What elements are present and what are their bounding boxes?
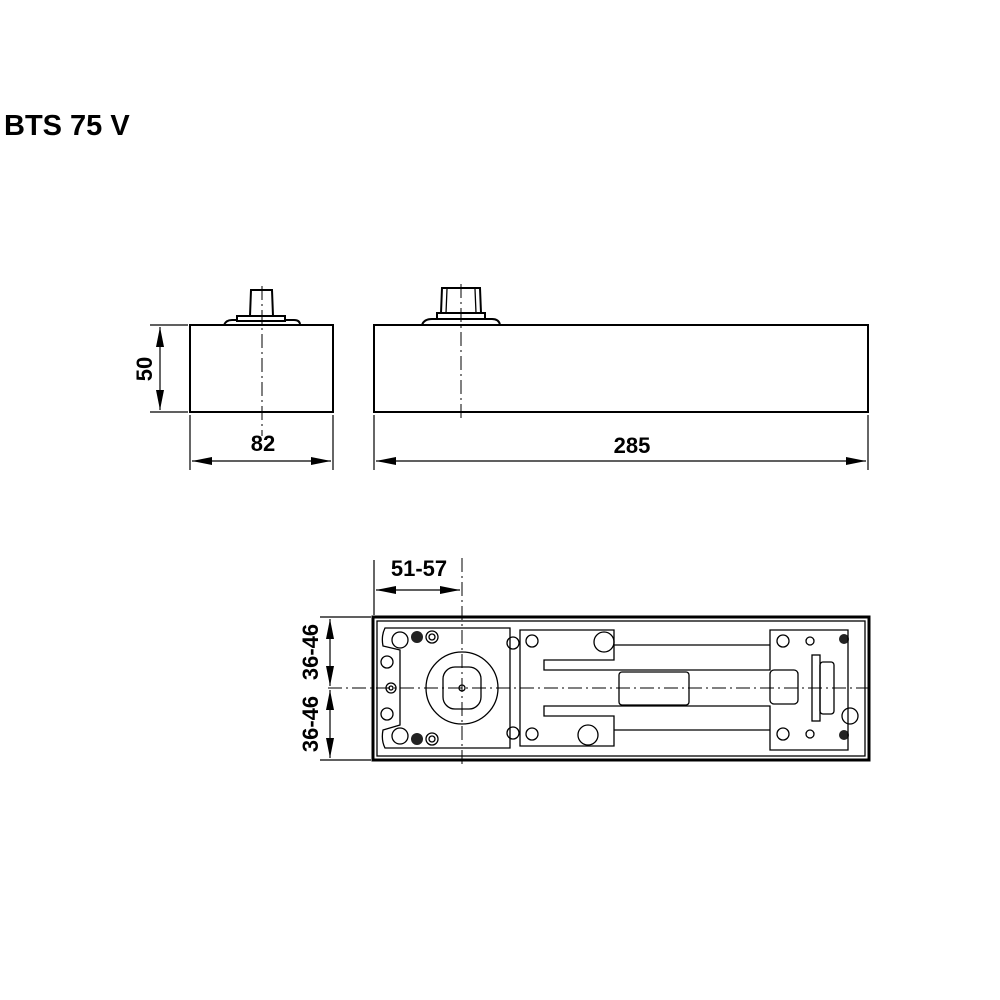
width-dimension: 82 <box>189 415 334 470</box>
length-dimension: 285 <box>373 415 869 470</box>
lateral-dimensions: 36-46 36-46 <box>298 616 371 761</box>
width-label: 82 <box>251 431 275 456</box>
spindle-offset-label: 51-57 <box>391 556 447 581</box>
height-dimension: 50 <box>132 324 188 413</box>
plan-view <box>328 558 871 766</box>
end-view <box>189 286 334 436</box>
product-title: BTS 75 V <box>4 110 130 142</box>
screws <box>380 630 859 746</box>
length-label: 285 <box>614 433 651 458</box>
lower-offset-label: 36-46 <box>298 696 323 752</box>
side-view <box>373 284 869 420</box>
spindle-offset-dimension: 51-57 <box>373 556 460 615</box>
height-label: 50 <box>132 357 157 381</box>
upper-offset-label: 36-46 <box>298 624 323 680</box>
